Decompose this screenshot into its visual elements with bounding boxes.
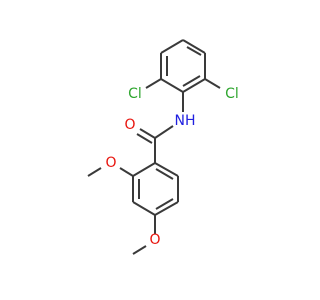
bond: [132, 162, 156, 177]
bond-c-cl-right: [204, 78, 221, 89]
bond: [160, 39, 184, 54]
methoxy-oxygen-lower: O: [149, 232, 160, 248]
bond-ring-o-upper: [119, 167, 134, 177]
bond: [182, 75, 201, 87]
chlorine-atom-left: Cl: [128, 86, 142, 102]
bond-c-cl-left: [145, 78, 162, 89]
bond-o-methyl-upper: [87, 167, 102, 177]
bond: [154, 201, 179, 216]
bond: [160, 78, 184, 93]
bond: [139, 128, 156, 139]
bond: [182, 39, 206, 54]
bond: [136, 133, 153, 144]
molecule-diagram: Cl Cl NH O O O: [87, 39, 239, 255]
bond: [154, 162, 179, 177]
carbonyl-double-bond: [136, 128, 156, 144]
bond-n-carbonyl: [154, 125, 174, 139]
bond: [182, 78, 206, 93]
nitrogen-atom: NH: [175, 113, 196, 129]
dichlorophenyl-ring: [160, 39, 206, 93]
structure-drawing: Cl Cl NH O O O: [87, 39, 239, 255]
bond: [186, 46, 202, 56]
bond: [132, 201, 156, 216]
bond: [155, 198, 174, 210]
carbonyl-oxygen-atom: O: [124, 117, 135, 133]
bond-o-methyl-lower: [132, 245, 147, 255]
dimethoxyphenyl-ring: [132, 162, 179, 216]
methoxy-oxygen-upper: O: [105, 155, 116, 171]
bond: [155, 168, 174, 180]
chlorine-atom-right: Cl: [225, 86, 239, 102]
